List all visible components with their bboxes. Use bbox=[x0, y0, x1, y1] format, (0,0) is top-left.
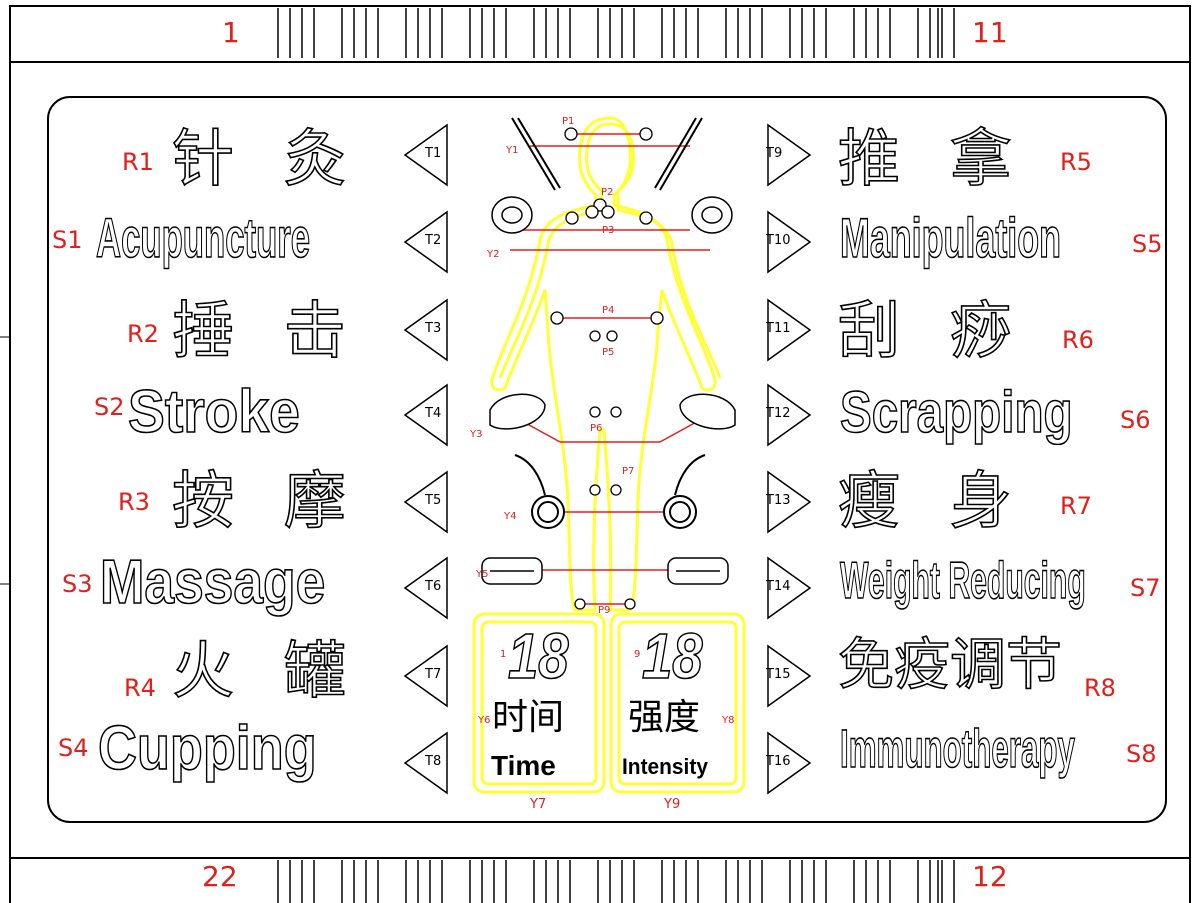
segment-t9-label: T9 bbox=[766, 146, 783, 161]
label-y7: Y7 bbox=[530, 797, 547, 812]
segment-stroke-cn: 捶 击 bbox=[171, 294, 346, 367]
segment-massage-cn: 按 摩 bbox=[171, 464, 346, 537]
ref-r3: R3 bbox=[118, 488, 150, 516]
label-y2: Y2 bbox=[487, 249, 500, 260]
label-y3: Y3 bbox=[470, 429, 483, 440]
ref-r5: R5 bbox=[1060, 148, 1092, 176]
segment-t1-label: T1 bbox=[425, 146, 442, 161]
segment-manipulation-cn: 推 拿 bbox=[837, 122, 1012, 195]
ref-r1: R1 bbox=[122, 148, 154, 176]
segment-t8-label: T8 bbox=[425, 754, 442, 769]
segment-stroke-en: Stroke bbox=[127, 378, 300, 445]
pin-number-bottom-right: 12 bbox=[972, 860, 1008, 893]
pin-number-bottom-left: 22 bbox=[202, 860, 238, 893]
segment-t3-label: T3 bbox=[425, 321, 442, 336]
segment-cupping-cn: 火 罐 bbox=[171, 634, 346, 707]
segment-manipulation-en: Manipulation bbox=[839, 206, 1061, 269]
segment-weight-reducing-cn: 瘦 身 bbox=[837, 464, 1012, 537]
ref-s2: S2 bbox=[94, 393, 125, 421]
label-p9: P9 bbox=[598, 605, 611, 616]
intensity-digits: 18 bbox=[641, 620, 703, 692]
segment-t11-label: T11 bbox=[766, 321, 791, 336]
intensity-seg-label: 9 bbox=[634, 649, 641, 660]
time-digits: 18 bbox=[507, 620, 569, 692]
segment-acupuncture-en: Acupuncture bbox=[96, 206, 311, 269]
segment-t2-label: T2 bbox=[425, 233, 442, 248]
segment-t6-label: T6 bbox=[425, 579, 442, 594]
pin-number-top-right: 11 bbox=[972, 16, 1008, 49]
time-seg-label: 1 bbox=[500, 649, 507, 660]
label-y9: Y9 bbox=[664, 797, 681, 812]
label-y4: Y4 bbox=[504, 511, 517, 522]
time-label-en: Time bbox=[491, 750, 556, 781]
ref-s5: S5 bbox=[1132, 230, 1163, 258]
ref-r4: R4 bbox=[124, 674, 156, 702]
ref-s4: S4 bbox=[58, 734, 89, 762]
intensity-label-cn: 强度 bbox=[628, 697, 701, 738]
ref-r7: R7 bbox=[1060, 492, 1092, 520]
segment-scrapping-cn: 刮 痧 bbox=[837, 294, 1012, 367]
ref-r6: R6 bbox=[1062, 326, 1094, 354]
ref-s7: S7 bbox=[1130, 574, 1161, 602]
label-p2: P2 bbox=[601, 187, 614, 198]
label-y1: Y1 bbox=[506, 145, 519, 156]
time-label-cn: 时间 bbox=[492, 697, 565, 738]
segment-t4-label: T4 bbox=[425, 406, 442, 421]
segment-t7-label: T7 bbox=[425, 667, 442, 682]
label-p4: P4 bbox=[602, 305, 615, 316]
segment-massage-en: Massage bbox=[99, 548, 326, 617]
segment-cupping-en: Cupping bbox=[97, 714, 317, 783]
label-y5: Y5 bbox=[476, 569, 489, 580]
segment-acupuncture-cn: 针 灸 bbox=[171, 122, 346, 195]
ref-s1: S1 bbox=[52, 226, 83, 254]
label-p1: P1 bbox=[562, 116, 575, 127]
label-p5: P5 bbox=[602, 347, 615, 358]
ref-s3: S3 bbox=[62, 570, 93, 598]
label-p7: P7 bbox=[622, 466, 635, 477]
segment-weight-reducing-en: Weight Reducing bbox=[840, 552, 1087, 610]
ref-r2: R2 bbox=[127, 320, 159, 348]
ref-s6: S6 bbox=[1120, 406, 1151, 434]
pin-number-top-left: 1 bbox=[222, 16, 240, 49]
segment-t15-label: T15 bbox=[766, 667, 791, 682]
ref-r8: R8 bbox=[1084, 674, 1116, 702]
segment-t14-label: T14 bbox=[766, 579, 791, 594]
segment-t12-label: T12 bbox=[766, 406, 791, 421]
label-p6: P6 bbox=[590, 423, 603, 434]
segment-scrapping-en: Scrapping bbox=[839, 380, 1073, 445]
segment-t10-label: T10 bbox=[766, 233, 791, 248]
label-y8: Y8 bbox=[722, 715, 735, 726]
segment-t13-label: T13 bbox=[766, 493, 791, 508]
segment-t5-label: T5 bbox=[425, 493, 442, 508]
label-y6: Y6 bbox=[478, 715, 491, 726]
label-p3: P3 bbox=[602, 225, 615, 236]
segment-immunotherapy-cn: 免疫调节 bbox=[837, 633, 1063, 698]
intensity-label-en: Intensity bbox=[622, 754, 708, 779]
segment-immunotherapy-en: Immunotherapy bbox=[840, 719, 1076, 779]
ref-s8: S8 bbox=[1126, 740, 1157, 768]
segment-t16-label: T16 bbox=[766, 754, 791, 769]
